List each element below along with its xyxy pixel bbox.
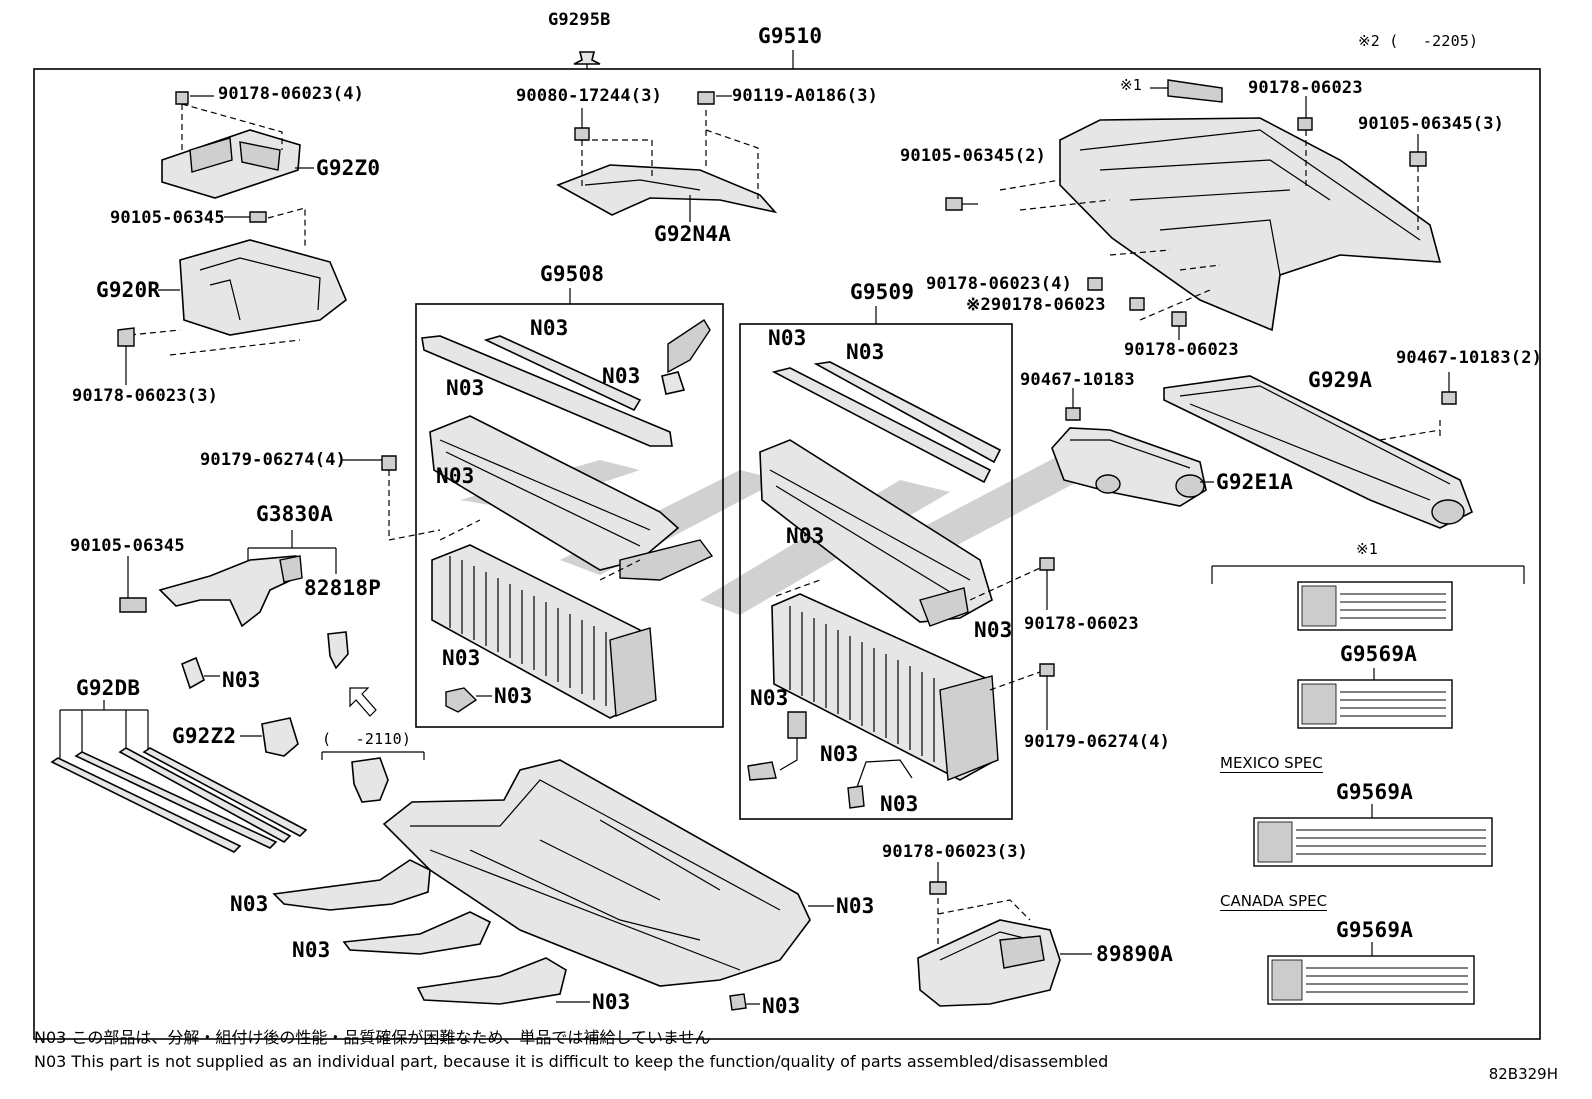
label-90105-06345-left: 90105-06345 [110,208,225,228]
label-mark1-box: ※1 [1356,540,1378,558]
label-n03-g9508-left: N03 [446,376,485,400]
label-sticker-mexico [1253,817,1493,867]
label-n03-g9509-2: N03 [846,340,885,364]
label-g9569a-1: G9569A [1340,642,1418,666]
label-90178-06023-4-right: 90178-06023(4) [926,274,1073,294]
label-g92n4a: G92N4A [654,222,732,246]
label-90080-17244: 90080-17244(3) [516,86,663,106]
label-90178-06023-4: 90178-06023(4) [218,84,365,104]
part-g92n4a [556,110,778,216]
part-g929a [1163,375,1474,529]
label-n03-plate-1: N03 [230,892,269,916]
part-g920r [129,207,347,356]
label-g920r: G920R [96,278,161,302]
label-n03-g9509-bracket: N03 [974,618,1013,642]
label-g9569a-canada: G9569A [1336,918,1414,942]
part-upper-cover [999,117,1442,332]
note-english: N03 This part is not supplied as an indi… [34,1052,1109,1071]
label-mexico-spec: MEXICO SPEC [1220,754,1323,773]
label-g92e1a: G92E1A [1216,470,1294,494]
label-n03-g9508-top: N03 [530,316,569,340]
label-g9510: G9510 [758,24,823,48]
part-g3830a [158,555,303,628]
label-n03-g9509-sensor: N03 [820,742,859,766]
label-n03-plate-2: N03 [292,938,331,962]
part-g9508-battery-stack [431,544,657,719]
part-g92e1a [1051,427,1207,507]
part-g9509-bars [759,361,1041,627]
label-g92z2: G92Z2 [172,724,237,748]
note-japanese: N03 この部品は、分解・組付け後の性能・品質確保が困難なため、単品では補給して… [34,1028,711,1047]
label-n03-g9509-stack: N03 [750,686,789,710]
label-90178-06023-under: 90178-06023 [1124,340,1239,360]
label-n03-small-left: N03 [222,668,261,692]
label-n03-g9508-stack: N03 [442,646,481,670]
label-g929a: G929A [1308,368,1373,392]
label-range-2110: ( -2110) [322,730,412,748]
part-g9509-battery-stack [771,593,1041,781]
label-g92db: G92DB [76,676,141,700]
label-n03-g9509-frame: N03 [786,524,825,548]
part-g9508-bars [421,319,714,581]
label-90178-06023-mid: 90178-06023 [1024,614,1139,634]
label-g92z0: G92Z0 [316,156,381,180]
part-89890a [917,898,1061,1007]
label-90178-06023-topright: 90178-06023 [1248,78,1363,98]
part-g92db [50,747,308,853]
label-90105-06345-mid: 90105-06345 [70,536,185,556]
label-89890a: 89890A [1096,942,1174,966]
label-n03-g9508-clip: N03 [494,684,533,708]
label-n03-g9509-harness: N03 [880,792,919,816]
label-n03-g9508-frame: N03 [436,464,475,488]
clip-g9295b [573,51,601,69]
label-mark1-top: ※1 [1120,76,1142,94]
label-mark2-90178-06023: ※290178-06023 [966,295,1106,315]
label-g3830a: G3830A [256,502,334,526]
label-canada-spec: CANADA SPEC [1220,892,1328,911]
label-90467-10183-right: 90467-10183(2) [1396,348,1543,368]
label-90178-06023-3-bottom: 90178-06023(3) [882,842,1029,862]
label-90119-a0186: 90119-A0186(3) [732,86,879,106]
label-90179-06274-right: 90179-06274(4) [1024,732,1171,752]
label-n03-plate-3: N03 [592,990,631,1014]
label-g9569a-mexico: G9569A [1336,780,1414,804]
label-90178-06023-3-left: 90178-06023(3) [72,386,219,406]
label-n03-tray: N03 [836,894,875,918]
label-sticker-2 [1297,679,1453,729]
label-g9508: G9508 [540,262,605,286]
label-90105-06345-3: 90105-06345(3) [1358,114,1505,134]
diagram-code: 82B329H [1488,1065,1558,1083]
label-n03-g9509-1: N03 [768,326,807,350]
diagram-frame [33,68,1541,1040]
label-90105-06345-2: 90105-06345(2) [900,146,1047,166]
label-sticker-1 [1297,581,1453,631]
label-g9509: G9509 [850,280,915,304]
label-82818p: 82818P [304,576,382,600]
label-spec-range-top: ※2 ( -2205) [1358,32,1479,50]
label-90467-10183-left: 90467-10183 [1020,370,1135,390]
label-n03-g9508-harness: N03 [602,364,641,388]
part-lower-tray [382,759,811,987]
label-g9295b: G9295B [548,10,611,30]
label-sticker-canada [1267,955,1475,1005]
part-g92z0 [161,103,301,199]
label-90179-06274-left: 90179-06274(4) [200,450,347,470]
label-n03-small-bottom: N03 [762,994,801,1018]
